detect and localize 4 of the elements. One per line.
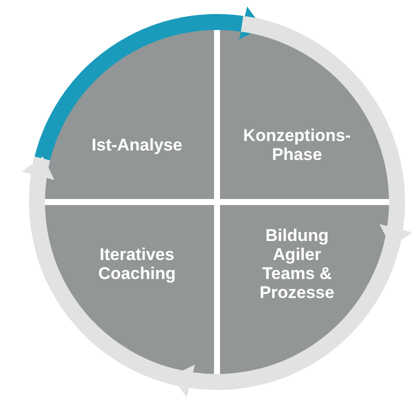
segment-label: Konzeptions- Phase — [242, 126, 352, 164]
segment-label: Bildung Agiler Teams & Prozesse — [258, 226, 336, 302]
segment-label: Ist-Analyse — [92, 136, 182, 154]
segment-label: Iteratives Coaching — [97, 245, 177, 283]
